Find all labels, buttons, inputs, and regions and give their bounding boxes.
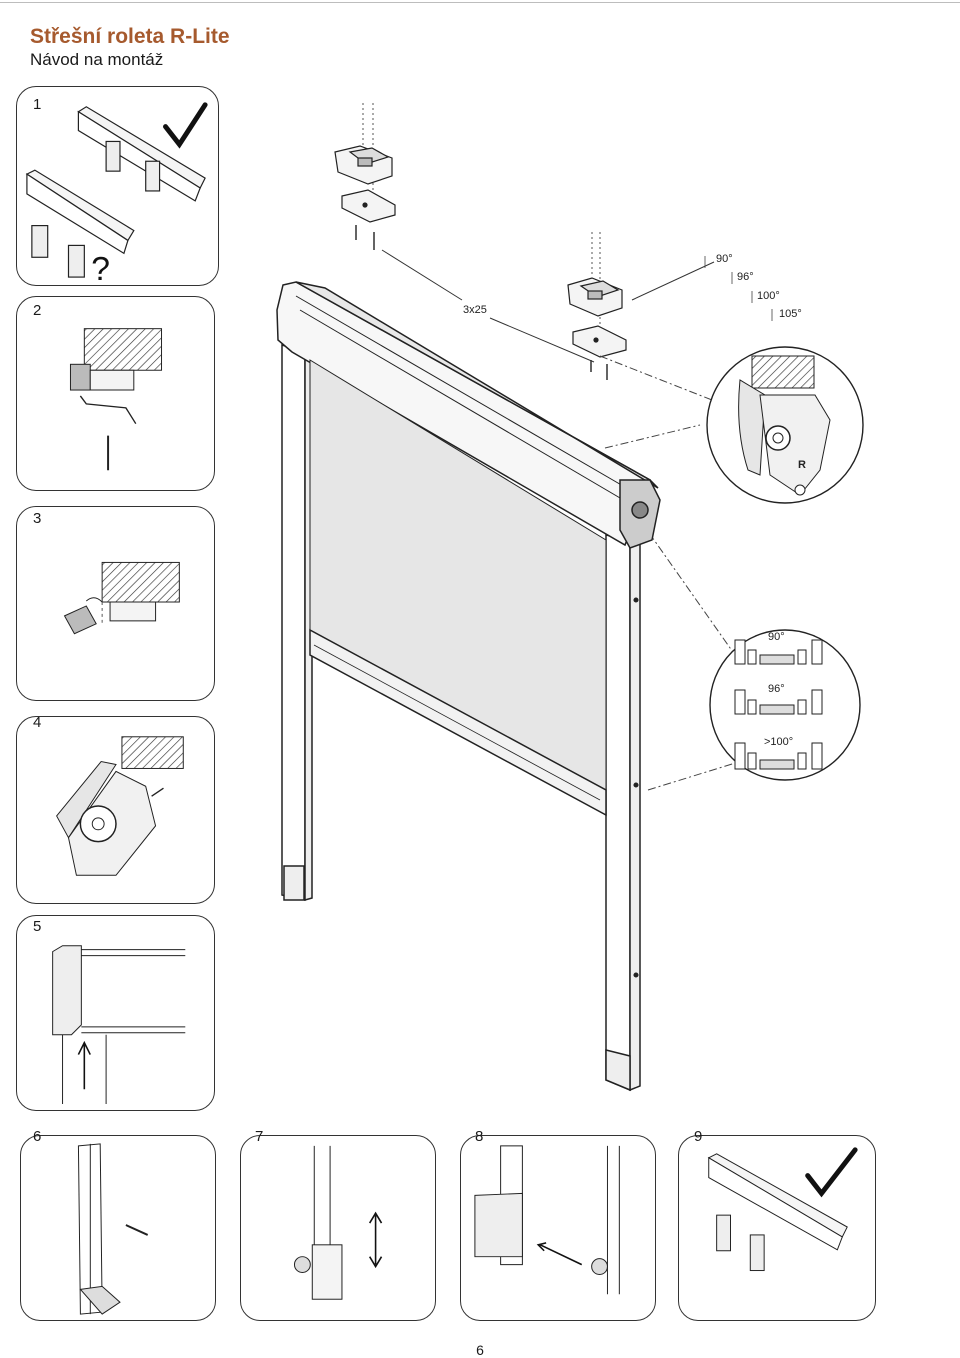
r-mark: R — [798, 459, 806, 471]
step-3-panel — [16, 506, 215, 701]
step-7-number: 7 — [255, 1128, 264, 1145]
angle-100: 100° — [757, 290, 780, 302]
step-7-figure — [293, 1145, 383, 1300]
screws-1 — [355, 225, 375, 250]
page-title: Střešní roleta R-Lite — [30, 25, 230, 48]
step-4-number: 4 — [33, 714, 42, 731]
side-angle-90: 90° — [768, 631, 785, 643]
window-frame — [276, 281, 661, 1092]
page-subtitle: Návod na montáž — [30, 50, 164, 69]
step-9-panel — [678, 1135, 876, 1321]
step-8-panel — [460, 1135, 656, 1321]
step-9-figure — [707, 1147, 858, 1272]
step-1-panel: ? — [16, 86, 219, 286]
step-8-figure — [474, 1145, 620, 1295]
step-7-panel — [240, 1135, 436, 1321]
step-1-figure: ? — [25, 102, 208, 285]
step-5-number: 5 — [33, 918, 42, 935]
step-3-number: 3 — [33, 510, 42, 527]
detail-circle-side: 90° 96° >100° — [709, 629, 861, 781]
angle-105: 105° — [779, 308, 802, 320]
step-4-figure — [56, 736, 184, 876]
step-5-panel — [16, 915, 215, 1111]
step-6-number: 6 — [33, 1128, 42, 1145]
step-9-number: 9 — [694, 1128, 703, 1145]
bracket-top-1 — [334, 145, 396, 223]
screw-label: 3x25 — [463, 304, 487, 316]
svg-text:?: ? — [91, 251, 110, 285]
step-6-panel — [20, 1135, 216, 1321]
side-angle-96: 96° — [768, 683, 785, 695]
step-2-figure — [69, 328, 163, 471]
step-2-panel — [16, 296, 215, 491]
detail-circle-top: R — [706, 346, 864, 504]
step-4-panel — [16, 716, 215, 904]
angle-90: 90° — [716, 253, 733, 265]
angle-96: 96° — [737, 271, 754, 283]
side-angle-100: >100° — [764, 736, 793, 748]
step-2-number: 2 — [33, 302, 42, 319]
step-3-figure — [63, 561, 180, 635]
step-5-figure — [52, 945, 186, 1105]
bracket-top-2 — [567, 277, 627, 358]
step-6-figure — [77, 1143, 149, 1315]
page-number: 6 — [476, 1342, 484, 1358]
step-8-number: 8 — [475, 1128, 484, 1145]
top-rule — [0, 2, 960, 3]
step-1-number: 1 — [33, 96, 42, 113]
